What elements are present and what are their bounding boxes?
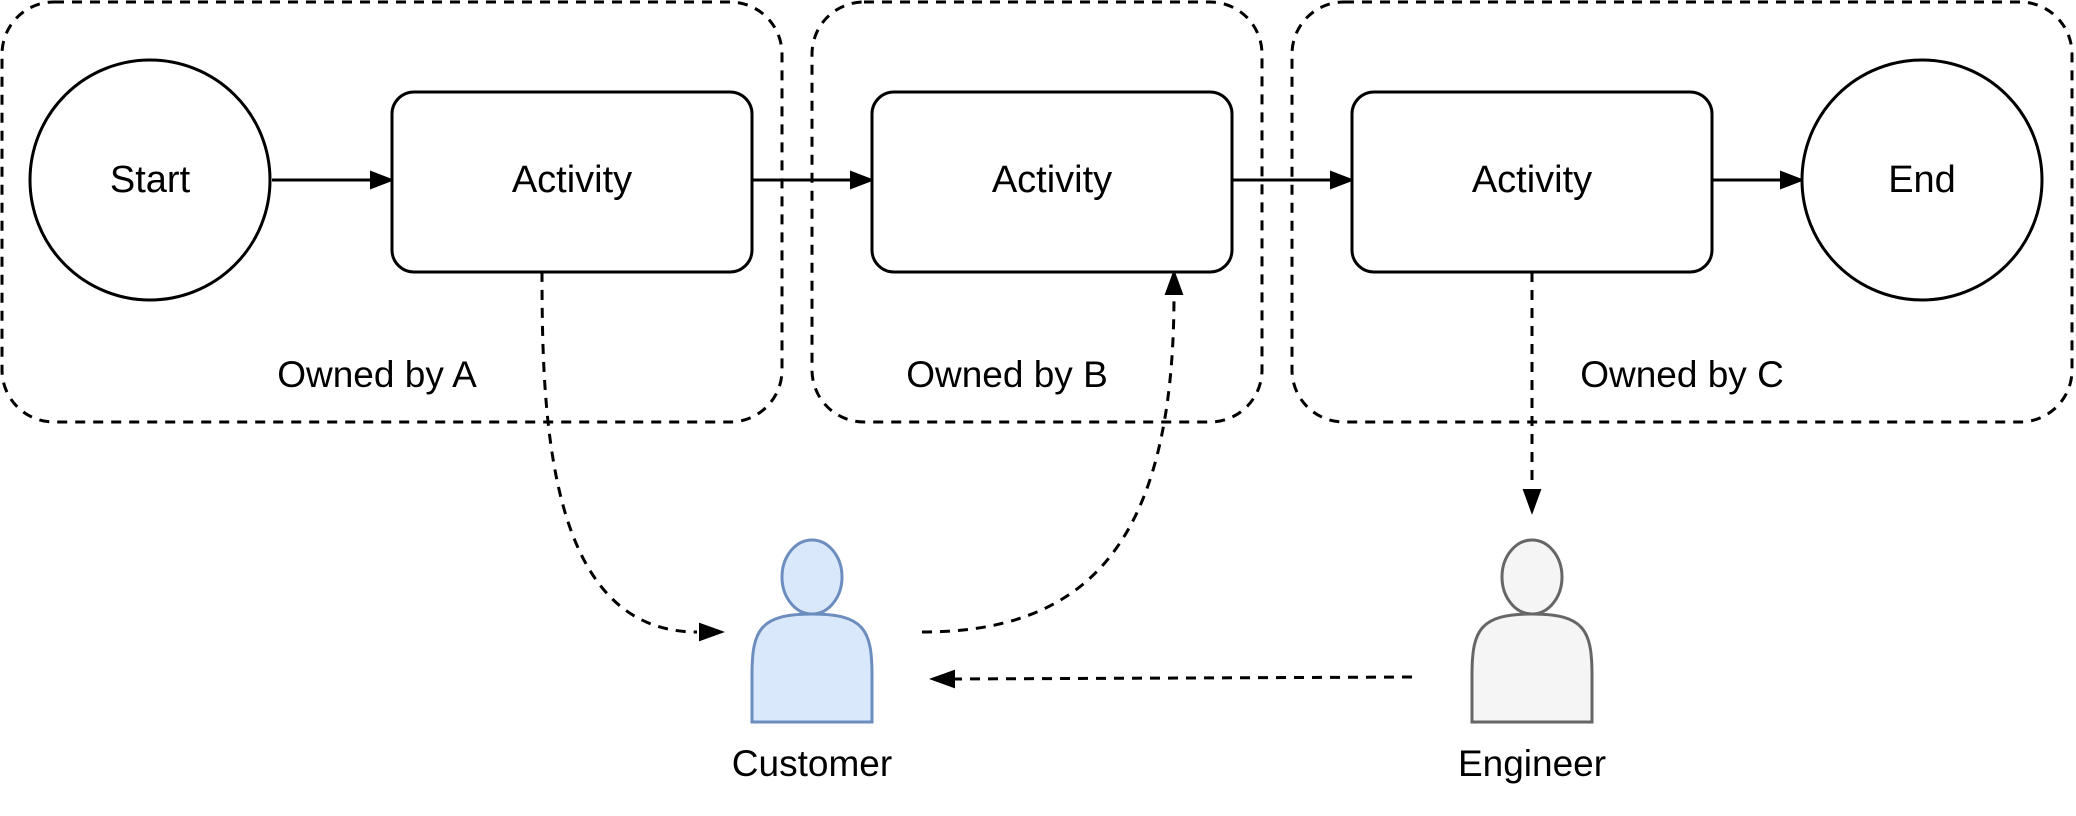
dashed-edges — [540, 269, 1542, 689]
person-icon — [750, 538, 874, 724]
group-b-boundary — [810, 0, 1264, 424]
edge-start-to-activity-a — [272, 170, 395, 190]
start-circle — [28, 58, 272, 302]
edge-line — [921, 294, 1176, 634]
engineer-body — [1470, 612, 1594, 724]
group-owned-by-c: Owned by C — [1290, 0, 2074, 424]
engineer-head — [1500, 538, 1564, 616]
start-label: Start — [110, 159, 191, 201]
customer-body — [750, 612, 874, 724]
arrowhead — [1164, 269, 1184, 295]
node-end[interactable]: End — [1800, 58, 2044, 302]
group-a-label: Owned by A — [277, 354, 477, 395]
arrowhead — [850, 170, 875, 190]
person-icon — [1470, 538, 1594, 724]
actor-customer[interactable]: Customer — [732, 538, 892, 784]
node-activity-a[interactable]: Activity — [390, 90, 754, 274]
edge-line — [540, 271, 698, 634]
activity-b-box — [870, 90, 1234, 274]
group-c-label: Owned by C — [1580, 354, 1784, 395]
edge-engineer-to-customer — [929, 669, 1413, 689]
actor-engineer[interactable]: Engineer — [1458, 538, 1606, 784]
activity-a-label: Activity — [512, 159, 632, 201]
group-b-label: Owned by B — [906, 354, 1108, 395]
edge-activity-b-to-activity-c — [1232, 170, 1355, 190]
arrowhead — [1522, 489, 1542, 515]
edge-activity-c-to-engineer — [1522, 272, 1542, 515]
group-owned-by-b: Owned by B — [810, 0, 1264, 424]
customer-head — [780, 538, 844, 616]
group-a-boundary — [0, 0, 784, 424]
flow-edges — [272, 170, 1805, 190]
engineer-label: Engineer — [1458, 743, 1606, 784]
group-c-boundary — [1290, 0, 2074, 424]
edge-activity-a-to-customer — [540, 271, 725, 642]
end-label: End — [1888, 159, 1956, 201]
node-start[interactable]: Start — [28, 58, 272, 302]
end-circle — [1800, 58, 2044, 302]
edge-activity-c-to-end — [1712, 170, 1805, 190]
activity-c-box — [1350, 90, 1714, 274]
activity-b-label: Activity — [992, 159, 1112, 201]
arrowhead — [1330, 170, 1355, 190]
arrowhead — [1780, 170, 1805, 190]
arrowhead — [699, 622, 725, 642]
activity-a-box — [390, 90, 754, 274]
edge-customer-to-activity-b — [921, 269, 1184, 634]
edge-line — [954, 675, 1413, 681]
node-activity-b[interactable]: Activity — [870, 90, 1234, 274]
customer-label: Customer — [732, 743, 892, 784]
group-owned-by-a: Owned by A — [0, 0, 784, 424]
edge-activity-a-to-activity-b — [752, 170, 875, 190]
activity-c-label: Activity — [1472, 159, 1592, 201]
arrowhead — [929, 669, 955, 689]
arrowhead — [370, 170, 395, 190]
node-activity-c[interactable]: Activity — [1350, 90, 1714, 274]
